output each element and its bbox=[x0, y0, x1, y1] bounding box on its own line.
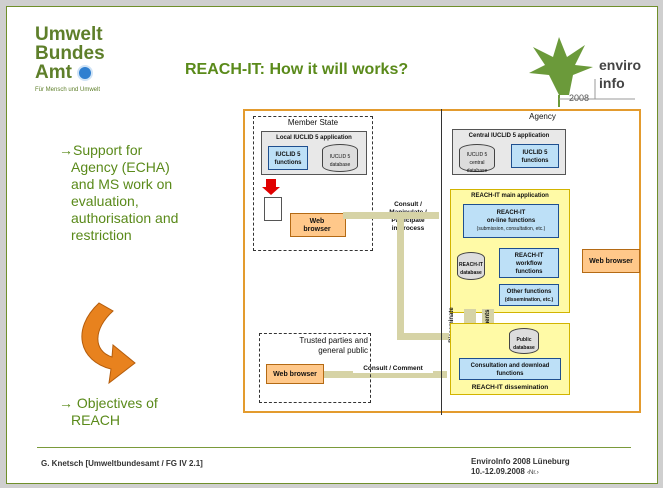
main-application-box: REACH-IT main application REACH-IT on-li… bbox=[450, 189, 570, 313]
agency-web-browser-label: Web browser bbox=[589, 258, 633, 265]
consult-arrow-vertical bbox=[397, 219, 404, 337]
bullet-line: authorisation and bbox=[71, 210, 179, 226]
bullet-objectives: → Objectives of REACH bbox=[59, 395, 158, 429]
logo-line1: Umwelt bbox=[35, 24, 103, 45]
footer-right-line1: EnviroInfo 2008 Lüneburg bbox=[471, 457, 570, 466]
leaf-icon bbox=[529, 37, 635, 107]
consult-arrow bbox=[343, 212, 439, 219]
member-state-label: Member State bbox=[287, 118, 339, 127]
central-iuclid-box: Central IUCLID 5 application IUCLID 5 ce… bbox=[452, 129, 566, 175]
ms-web-browser-label: Web browser bbox=[303, 218, 331, 233]
trusted-line: Trusted parties and bbox=[299, 336, 368, 345]
consult-line: Participate bbox=[391, 217, 425, 224]
footer-right-line2: 10.-12.09.2008 ‹Nr.› bbox=[471, 467, 539, 476]
bullet-line: Agency (ECHA) bbox=[71, 159, 170, 175]
slide-title: REACH-IT: How it will works? bbox=[185, 61, 409, 78]
reachit-database: REACH-IT database bbox=[457, 252, 485, 280]
online-note: (submission, consultation, etc.) bbox=[476, 226, 546, 232]
workflow-line: functions bbox=[515, 269, 543, 275]
public-web-browser[interactable]: Web browser bbox=[266, 364, 324, 384]
consult-download-line: Consultation and download bbox=[470, 363, 550, 369]
globe-icon bbox=[77, 64, 94, 81]
central-database: IUCLID 5 central database bbox=[459, 144, 495, 174]
dissemination-label: REACH-IT dissemination bbox=[471, 384, 549, 391]
online-sub: on-line functions bbox=[486, 218, 536, 224]
footer-left: G. Knetsch [Umweltbundesamt / FG IV 2.1] bbox=[41, 459, 203, 468]
info-text: info bbox=[599, 75, 625, 91]
red-arrow-icon bbox=[266, 179, 276, 187]
red-arrow-head-icon bbox=[262, 187, 280, 195]
curved-arrow-icon bbox=[81, 302, 136, 385]
main-application-label: REACH-IT main application bbox=[471, 193, 549, 199]
member-state-area: Member State Local IUCLID 5 application … bbox=[253, 116, 373, 251]
local-iuclid-functions: IUCLID 5 functions bbox=[268, 146, 308, 170]
trusted-label: Trusted parties and general public bbox=[270, 336, 368, 356]
central-database-label: IUCLID 5 central database bbox=[466, 152, 488, 174]
year-text: 2008 bbox=[569, 93, 590, 103]
bullet-line: → Objectives of bbox=[59, 395, 158, 411]
local-iuclid-box: Local IUCLID 5 application IUCLID 5 func… bbox=[261, 131, 367, 175]
document-icon bbox=[264, 197, 282, 221]
dissemination-box: Public database Consultation and downloa… bbox=[450, 323, 570, 395]
central-iuclid-label: Central IUCLID 5 application bbox=[468, 133, 550, 139]
agency-label: Agency bbox=[529, 112, 556, 121]
bullet-line: evaluation, bbox=[71, 193, 139, 209]
bullet-line: →Support for bbox=[59, 142, 143, 158]
logo-line2: Bundes bbox=[35, 43, 105, 64]
consult-comment-arrow bbox=[323, 371, 447, 378]
trusted-parties-area: Trusted parties and general public Web b… bbox=[259, 333, 371, 403]
local-iuclid-database-label: IUCLID 5 database bbox=[329, 154, 351, 168]
bullet-line: REACH bbox=[71, 412, 121, 428]
other-line: (dissemination, etc.) bbox=[504, 297, 554, 303]
public-database: Public database bbox=[509, 328, 539, 354]
logo-line3: Amt bbox=[35, 63, 105, 82]
diagram: Member State Local IUCLID 5 application … bbox=[243, 109, 643, 415]
footer-right: EnviroInfo 2008 Lüneburg 10.-12.09.2008 … bbox=[471, 457, 570, 478]
logo-subtitle: Für Mensch und Umwelt bbox=[35, 87, 101, 93]
local-iuclid-functions-label: IUCLID 5 functions bbox=[274, 152, 302, 166]
public-database-label: Public database bbox=[513, 337, 535, 351]
local-iuclid-label: Local IUCLID 5 application bbox=[276, 135, 352, 141]
trusted-line: general public bbox=[318, 346, 368, 355]
workflow-line: workflow bbox=[515, 261, 542, 267]
agency-area: Agency Central IUCLID 5 application IUCL… bbox=[441, 109, 643, 415]
other-functions: Other functions (dissemination, etc.) bbox=[499, 284, 559, 306]
consult-comment-label: Consult / Comment bbox=[353, 365, 433, 373]
online-title: REACH-IT bbox=[496, 210, 526, 216]
ms-web-browser[interactable]: Web browser bbox=[290, 213, 346, 237]
consult-arrow-horizontal bbox=[397, 333, 449, 340]
enviro-text: enviro bbox=[599, 57, 642, 73]
bullet-support: →Support for Agency (ECHA) and MS work o… bbox=[59, 142, 178, 244]
consult-line: in process bbox=[391, 225, 425, 232]
uba-logo: Umwelt Bundes Amt bbox=[35, 25, 105, 82]
bullet-line: restriction bbox=[71, 227, 132, 243]
enviroinfo-logo: enviro info 2008 bbox=[519, 35, 642, 107]
bullet-line: and MS work on bbox=[71, 176, 173, 192]
workflow-functions: REACH-IT workflow functions bbox=[499, 248, 559, 278]
other-line: Other functions bbox=[506, 289, 552, 295]
central-iuclid-functions-label: IUCLID 5 functions bbox=[521, 150, 549, 164]
local-iuclid-database: IUCLID 5 database bbox=[322, 144, 358, 172]
central-iuclid-functions: IUCLID 5 functions bbox=[511, 144, 559, 168]
consult-line: Consult / bbox=[394, 201, 422, 208]
consult-download-line: functions bbox=[496, 371, 524, 377]
reachit-database-label: REACH-IT database bbox=[459, 262, 483, 276]
footer-divider bbox=[37, 447, 631, 448]
slide: Umwelt Bundes Amt Für Mensch und Umwelt … bbox=[6, 6, 658, 484]
consult-download-functions: Consultation and download functions bbox=[459, 358, 561, 380]
workflow-line: REACH-IT bbox=[514, 253, 544, 259]
agency-web-browser[interactable]: Web browser bbox=[582, 249, 640, 273]
online-functions: REACH-IT on-line functions (submission, … bbox=[463, 204, 559, 238]
public-web-browser-label: Web browser bbox=[273, 371, 317, 378]
